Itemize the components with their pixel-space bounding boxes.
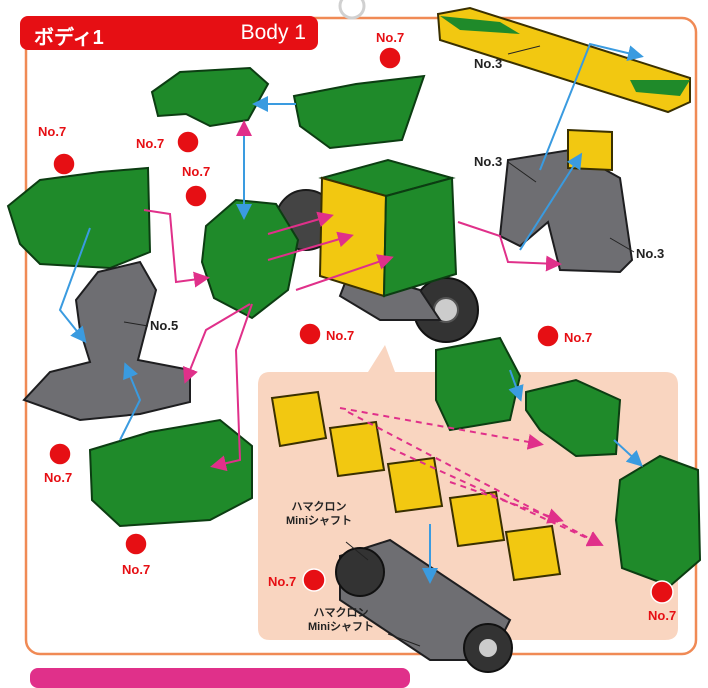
- label-shaft-b: ハマクロン Miniシャフト: [308, 606, 374, 634]
- piece-green-right-top: [435, 336, 522, 432]
- section-title-jp: ボディ1: [34, 27, 104, 49]
- label-no7-h: No.7: [122, 562, 151, 577]
- piece-green-bottom-left: [88, 418, 253, 528]
- label-no5: No.5: [150, 318, 179, 333]
- piece-green-right-mid: [525, 378, 622, 458]
- label-no7-a: No.7: [376, 30, 405, 45]
- label-shaft-a-line2: Miniシャフト: [286, 515, 352, 527]
- label-no7-f: No.7: [564, 330, 593, 345]
- label-no7-j: No.7: [648, 608, 677, 623]
- label-no7-d: No.7: [182, 164, 211, 179]
- pink-arrows: [143, 209, 604, 547]
- top-ring: [338, 0, 366, 20]
- label-no3-a: No.3: [474, 56, 503, 71]
- label-shaft-b-line1: ハマクロン: [313, 607, 369, 619]
- next-section-bar: [30, 668, 410, 688]
- piece-gray-left: [22, 260, 191, 422]
- piece-yellow-plate: [436, 6, 691, 114]
- blue-arrows: [58, 42, 644, 584]
- label-no7-i: No.7: [268, 574, 297, 589]
- section-title-en: Body 1: [240, 21, 306, 44]
- section-header: ボディ1 Body 1: [20, 16, 318, 50]
- piece-green-top-right: [292, 74, 426, 150]
- label-shaft-a-line1: ハマクロン: [291, 501, 347, 513]
- label-no7-e: No.7: [326, 328, 355, 343]
- label-no3-b: No.3: [474, 154, 503, 169]
- label-no7-c: No.7: [38, 124, 67, 139]
- yellow-tiles: [270, 390, 562, 582]
- hamster-badge-icon: [48, 46, 674, 604]
- label-no7-g: No.7: [44, 470, 73, 485]
- label-no3-c: No.3: [636, 246, 665, 261]
- label-no7-b: No.7: [136, 136, 165, 151]
- label-shaft-b-line2: Miniシャフト: [308, 621, 374, 633]
- piece-green-right-bottom: [614, 454, 702, 588]
- shaft-wheel-left: [335, 547, 385, 597]
- cube-side: [382, 176, 458, 298]
- piece-green-left: [6, 166, 152, 270]
- label-shaft-a: ハマクロン Miniシャフト: [286, 500, 352, 528]
